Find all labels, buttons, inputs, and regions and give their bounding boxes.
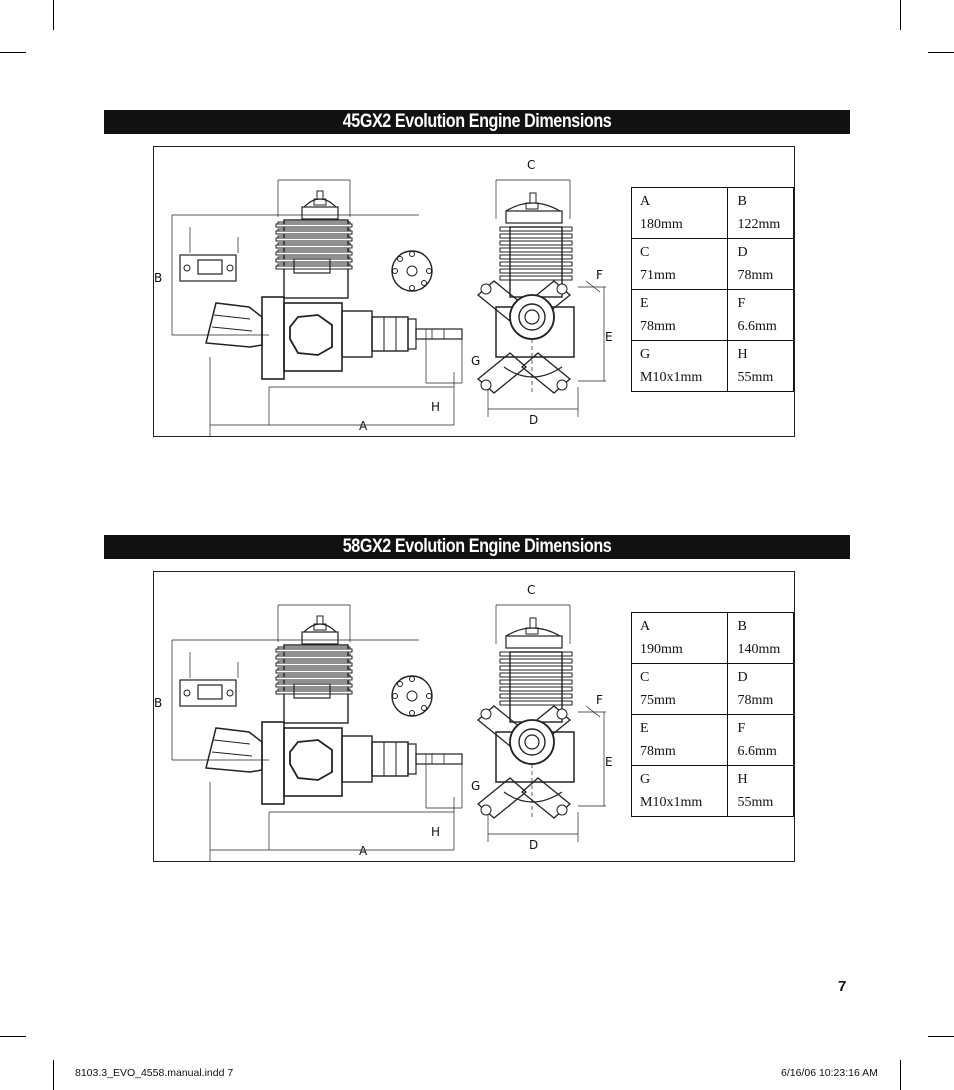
section-title: 58GX2 Evolution Engine Dimensions [104,535,850,559]
engine-drawing-body [171,179,606,436]
engine-drawing: C B F E G H D A [154,583,613,861]
engine-drawing: C B F E G H D A [154,158,613,436]
crop-mark [928,1036,954,1037]
label-b: B [154,696,162,710]
label-e: E [605,755,613,769]
label-d: D [529,838,538,852]
crop-mark [53,0,54,30]
label-c: C [527,158,535,172]
label-g: G [471,779,480,793]
crop-mark [928,52,954,53]
label-c: C [527,583,535,597]
label-f: F [596,693,603,707]
engine-drawing-body [171,604,606,861]
label-e: E [605,330,613,344]
label-a: A [359,844,368,858]
label-d: D [529,413,538,427]
section-title: 45GX2 Evolution Engine Dimensions [104,110,850,134]
crop-mark [900,0,901,30]
footer-timestamp: 6/16/06 10:23:16 AM [781,1067,878,1079]
crop-mark [0,1036,26,1037]
crop-mark [53,1060,54,1090]
label-a: A [359,419,368,433]
label-f: F [596,268,603,282]
crop-mark [0,52,26,53]
footer-file-name: 8103.3_EVO_4558.manual.indd 7 [75,1067,234,1079]
label-h: H [431,400,440,414]
label-h: H [431,825,440,839]
label-b: B [154,271,162,285]
label-g: G [471,354,480,368]
page-number: 7 [838,978,847,995]
crop-mark [900,1060,901,1090]
